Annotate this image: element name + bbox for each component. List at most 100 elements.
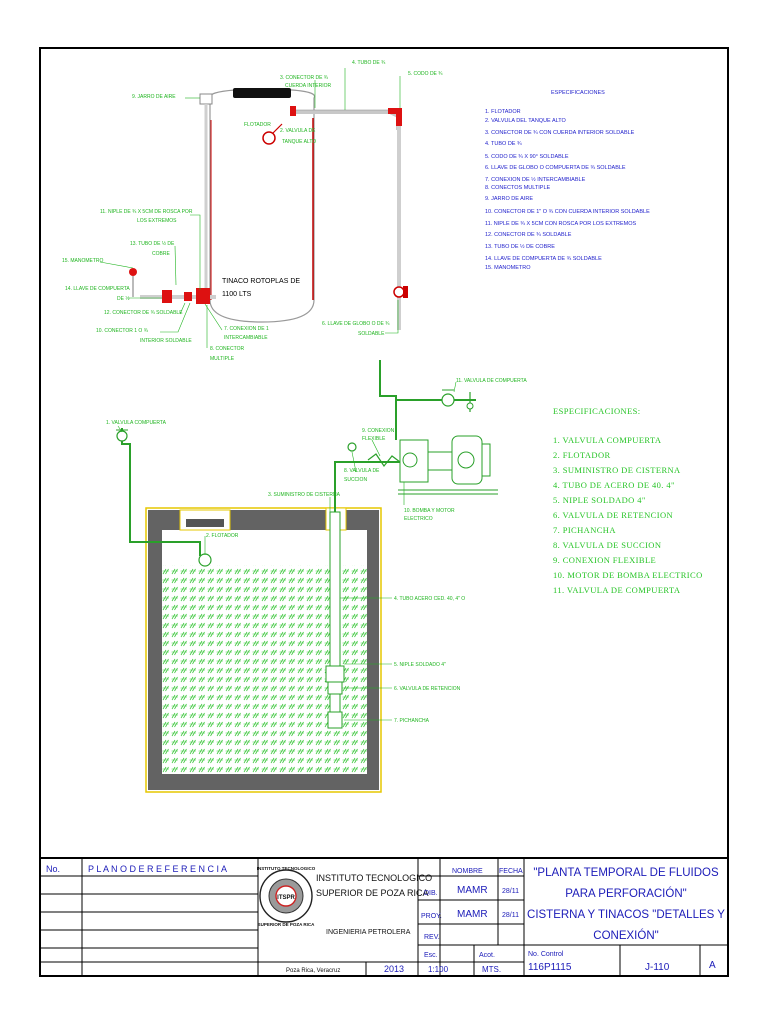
lower-spec-11: 11. VALVULA DE COMPUERTA bbox=[553, 585, 681, 595]
lower-spec-1: 1. VALVULA COMPUERTA bbox=[553, 435, 662, 445]
drawn-table-lines bbox=[418, 858, 525, 976]
label-niple-2: LOS EXTREMOS bbox=[137, 218, 177, 224]
upper-spec-10: 10. CONECTOR DE 1" O ¾ CON CUERDA INTERI… bbox=[485, 209, 650, 215]
location-text: Poza Rica, Veracruz bbox=[286, 968, 340, 974]
seal-center-text: ITSPR bbox=[277, 895, 295, 901]
label-retencion: 6. VALVULA DE RETENCION bbox=[394, 686, 461, 692]
lower-spec-4: 4. TUBO DE ACERO DE 40. 4" bbox=[553, 480, 675, 490]
dib-label: DIB. bbox=[424, 890, 438, 897]
valvula-succion bbox=[347, 442, 357, 452]
seal-top-text: INSTITUTO TECNOLOGICO bbox=[257, 866, 316, 871]
title-line-4: CONEXIÓN" bbox=[593, 929, 658, 942]
upper-spec-3: 3. CONECTOR DE ¾ CON CUERDA INTERIOR SOL… bbox=[485, 130, 635, 136]
codo-fitting bbox=[388, 108, 402, 126]
upper-labels: 4. TUBO DE ¾ 5. CODO DE ¾ 3. CONECTOR DE… bbox=[62, 60, 443, 362]
tinaco-tank bbox=[209, 89, 316, 323]
lower-labels: 1. VALVULA COMPUERTA 2. FLOTADOR 3. SUMI… bbox=[106, 378, 527, 724]
upper-spec-1: 1. FLOTADOR bbox=[485, 109, 521, 115]
upper-spec-9: 9. JARRO DE AIRE bbox=[485, 196, 533, 202]
tank-label-line2: 1100 LTS bbox=[222, 291, 252, 298]
seal-bottom-text: SUPERIOR DE POZA RICA bbox=[258, 922, 316, 927]
label-conector-sold: 12. CONECTOR DE ¾ SOLDABLE bbox=[104, 310, 183, 316]
conector-cuerda-fitting bbox=[290, 106, 296, 116]
control-value: 116P1115 bbox=[528, 962, 572, 973]
valvula-compuerta-11 bbox=[441, 393, 455, 407]
upper-spec-list: ESPECIFICACIONES 1. FLOTADOR 2. VALVULA … bbox=[485, 90, 650, 271]
label-manometro: 15. MANOMETRO bbox=[62, 258, 104, 264]
llave-globo-fitting bbox=[393, 286, 405, 298]
lower-spec-title: ESPECIFICACIONES: bbox=[553, 406, 641, 416]
cistern-outline bbox=[145, 507, 382, 793]
revision-letter: A bbox=[709, 960, 716, 971]
title-line-2: PARA PERFORACIÓN" bbox=[565, 887, 686, 900]
label-conector-cuerda-2: CUERDA INTERIOR bbox=[285, 83, 332, 89]
drawing-number: J-110 bbox=[645, 962, 670, 973]
label-valvula-comp-lower: 1. VALVULA COMPUERTA bbox=[106, 420, 167, 426]
label-flexible-1: 9. CONEXION bbox=[362, 428, 395, 434]
label-llave-globo-1: 6. LLAVE DE GLOBO O DE ¾ bbox=[322, 321, 390, 327]
conector-multiple bbox=[184, 292, 192, 301]
institute-seal: ITSPR INSTITUTO TECNOLOGICO SUPERIOR DE … bbox=[257, 866, 316, 927]
label-flotador-lower: 2. FLOTADOR bbox=[206, 533, 239, 539]
label-conexion-int-2: INTERCAMBIABLE bbox=[224, 335, 268, 341]
institute-name-2: SUPERIOR DE POZA RICA bbox=[316, 888, 429, 898]
label-pichancha: 7. PICHANCHA bbox=[394, 718, 430, 724]
upper-spec-14: 14. LLAVE DE COMPUERTA DE ¾ SOLDABLE bbox=[485, 256, 602, 262]
ref-plan-header: P L A N O D E R E F E R E N C I A bbox=[88, 864, 227, 874]
lower-diagram bbox=[116, 360, 498, 793]
title-block: No. P L A N O D E R E F E R E N C I A IT… bbox=[39, 857, 729, 977]
title-line-3: CISTERNA Y TINACOS "DETALLES Y bbox=[527, 909, 725, 921]
upper-spec-2: 2. VALVULA DEL TANQUE ALTO bbox=[485, 118, 567, 124]
valvula-compuerta-1 bbox=[116, 430, 128, 442]
dib-date: 28/11 bbox=[502, 888, 519, 895]
upper-spec-title: ESPECIFICACIONES bbox=[551, 90, 605, 96]
label-bomba-1: 10. BOMBA Y MOTOR bbox=[404, 508, 455, 514]
department-name: INGENIERIA PETROLERA bbox=[326, 929, 411, 936]
label-bomba-2: ELECTRICO bbox=[404, 516, 433, 522]
label-succion-2: SUCCION bbox=[344, 477, 367, 483]
lower-leader-lines bbox=[117, 381, 457, 721]
acot-label: Acot. bbox=[479, 952, 495, 959]
lower-spec-6: 6. VALVULA DE RETENCION bbox=[553, 510, 673, 520]
lower-spec-7: 7. PICHANCHA bbox=[553, 525, 616, 535]
label-tubo-cobre-2: COBRE bbox=[152, 251, 170, 257]
lower-spec-3: 3. SUMINISTRO DE CISTERNA bbox=[553, 465, 681, 475]
fecha-header: FECHA bbox=[499, 868, 523, 875]
label-valvula-2: TANQUE ALTO bbox=[282, 139, 316, 145]
control-label: No. Control bbox=[528, 951, 564, 958]
conexion-flexible bbox=[367, 453, 401, 468]
llave-globo-body bbox=[403, 286, 408, 298]
label-flotador: FLOTADOR bbox=[244, 122, 271, 128]
acot-value: MTS. bbox=[482, 965, 501, 974]
upper-spec-4: 4. TUBO DE ¾ bbox=[485, 141, 522, 147]
label-tubo-cobre-1: 13. TUBO DE ½ DE bbox=[130, 240, 175, 247]
upper-spec-5: 5. CODO DE ¾ X 90° SOLDABLE bbox=[485, 154, 569, 160]
label-llave-globo-2: SOLDABLE bbox=[358, 331, 385, 337]
institute-block-lines bbox=[258, 858, 419, 976]
label-niple-lower: 5. NIPLE SOLDADO 4" bbox=[394, 662, 446, 668]
hatch-cover bbox=[186, 519, 224, 527]
label-succion-1: 8. VALVULA DE bbox=[344, 468, 380, 474]
jarro-aire bbox=[199, 93, 213, 105]
valvula-retencion bbox=[327, 681, 343, 695]
label-llave-comp-1: 14. LLAVE DE COMPUERTA bbox=[65, 286, 130, 292]
lower-spec-list: ESPECIFICACIONES: 1. VALVULA COMPUERTA 2… bbox=[553, 406, 702, 595]
upper-spec-12: 12. CONECTOR DE ¾ SOLDABLE bbox=[485, 232, 572, 238]
tank-lid bbox=[233, 88, 291, 98]
label-llave-comp-2: DE ½ bbox=[117, 295, 130, 302]
label-conector-cuerda-1: 3. CONECTOR DE ¾ bbox=[280, 75, 329, 81]
lower-spec-2: 2. FLOTADOR bbox=[553, 450, 611, 460]
label-conector-mult-2: MULTIPLE bbox=[210, 356, 235, 362]
label-tubo-acero: 4. TUBO ACERO CED. 40, 4" O bbox=[394, 596, 465, 602]
title-line-1: "PLANTA TEMPORAL DE FLUIDOS bbox=[533, 867, 719, 879]
label-flexible-2: FLEXIBLE bbox=[362, 436, 386, 442]
tank-label-line1: TINACO ROTOPLAS DE bbox=[222, 278, 300, 285]
upper-spec-15: 15. MANOMETRO bbox=[485, 265, 531, 271]
label-codo: 5. CODO DE ¾ bbox=[408, 71, 443, 77]
pichancha bbox=[327, 711, 343, 729]
upper-leader-lines bbox=[99, 68, 401, 348]
upper-spec-7: 7. CONEXION DE ½ INTERCAMBIABLE bbox=[485, 176, 586, 183]
manometro bbox=[129, 268, 137, 276]
nombre-header: NOMBRE bbox=[452, 868, 483, 875]
